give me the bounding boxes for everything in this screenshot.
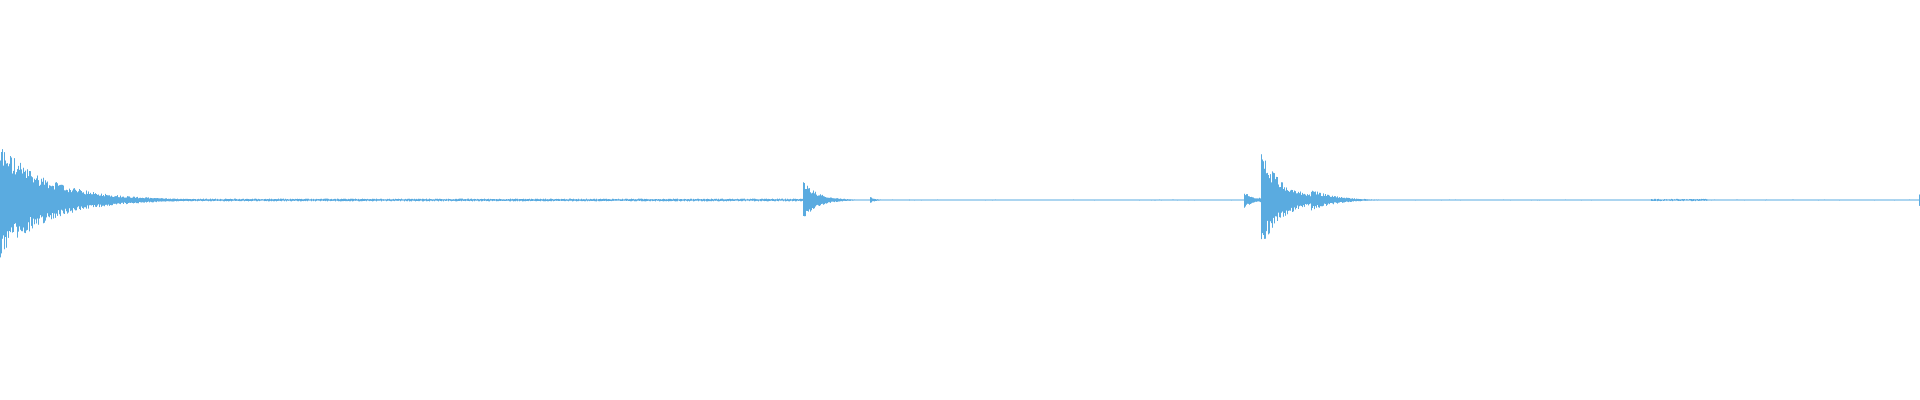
waveform-trace <box>0 149 1920 258</box>
